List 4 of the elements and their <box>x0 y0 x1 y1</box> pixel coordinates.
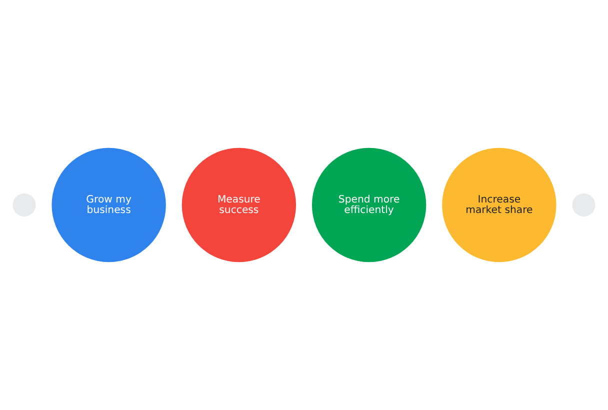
node-circle: Spend more efficiently <box>312 148 426 262</box>
node-circle: Increase market share <box>442 148 556 262</box>
node-circle: Measure success <box>182 148 296 262</box>
node-circle: Grow my business <box>52 148 166 262</box>
